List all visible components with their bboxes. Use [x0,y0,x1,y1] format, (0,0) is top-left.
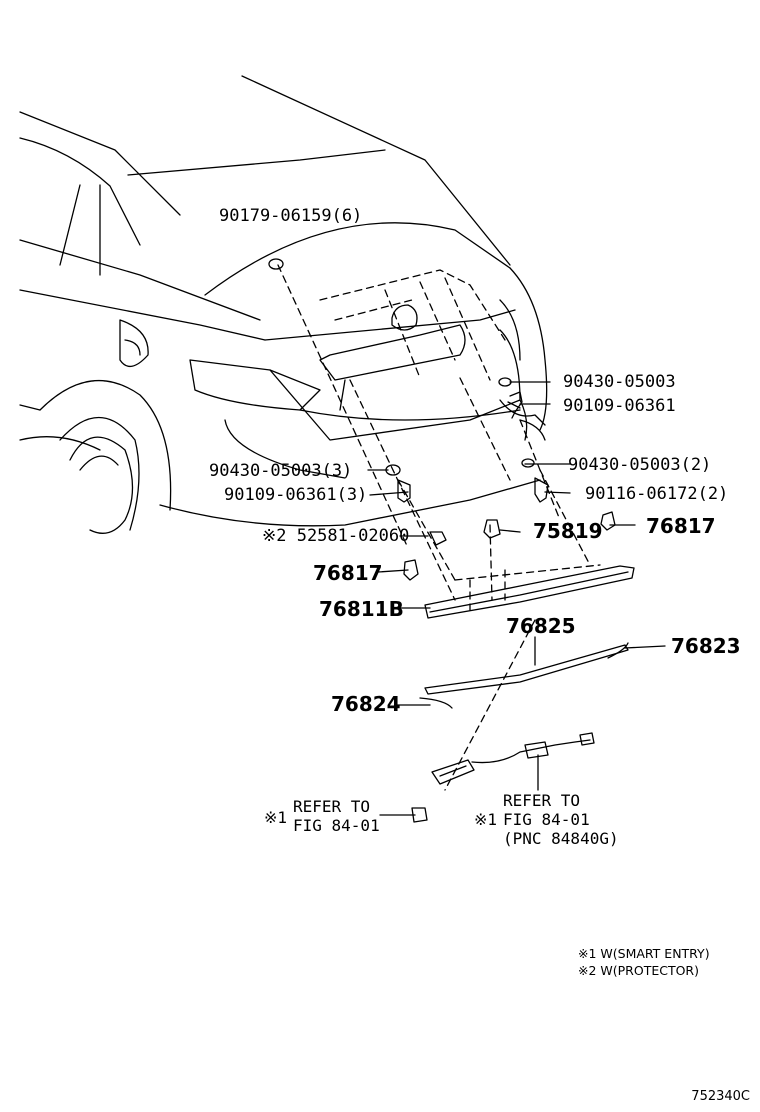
callout-76825: 76825 [506,614,576,638]
ref-right-line2: FIG 84-01 [503,810,590,829]
callout-90430-05003-left: 90430-05003(3) [209,461,353,481]
callout-90430-05003-right-upper: 90430-05003 [563,372,676,392]
legend-note-2: ※2 W(PROTECTOR) [578,963,699,978]
callout-52581-02060: ※2 52581-02060 [262,526,410,546]
callout-76817-right: 76817 [646,514,716,538]
callout-90109-06361-left: 90109-06361(3) [224,485,368,505]
car-body-outline [19,75,548,534]
opener-switch-and-harness [411,732,595,823]
callout-76817-left: 76817 [313,561,383,585]
fasteners-and-clips [268,258,616,581]
callout-76824: 76824 [331,692,401,716]
ref-left-line1: REFER TO [293,797,371,816]
ref-left-mark: ※1 [264,808,288,827]
callout-75819: 75819 [533,519,603,543]
callout-76823: 76823 [671,634,741,658]
legend-note-1: ※1 W(SMART ENTRY) [578,946,710,961]
ref-right-line1: REFER TO [503,791,581,810]
callout-90430-05003-right-lower: 90430-05003(2) [568,455,712,475]
garnish-moulding-strips [419,642,629,709]
callout-76811B: 76811B [319,597,404,621]
ref-left-line2: FIG 84-01 [293,816,380,835]
callout-90116-06172: 90116-06172(2) [585,484,729,504]
callout-90109-06361-right: 90109-06361 [563,396,676,416]
back-door-garnish [424,565,635,619]
callout-leader-lines [367,381,666,816]
ref-right-line3: (PNC 84840G) [503,829,619,848]
ref-right-mark: ※1 [474,810,498,829]
figure-code: 752340C [691,1089,750,1104]
callout-90179-06159: 90179-06159(6) [219,206,363,226]
